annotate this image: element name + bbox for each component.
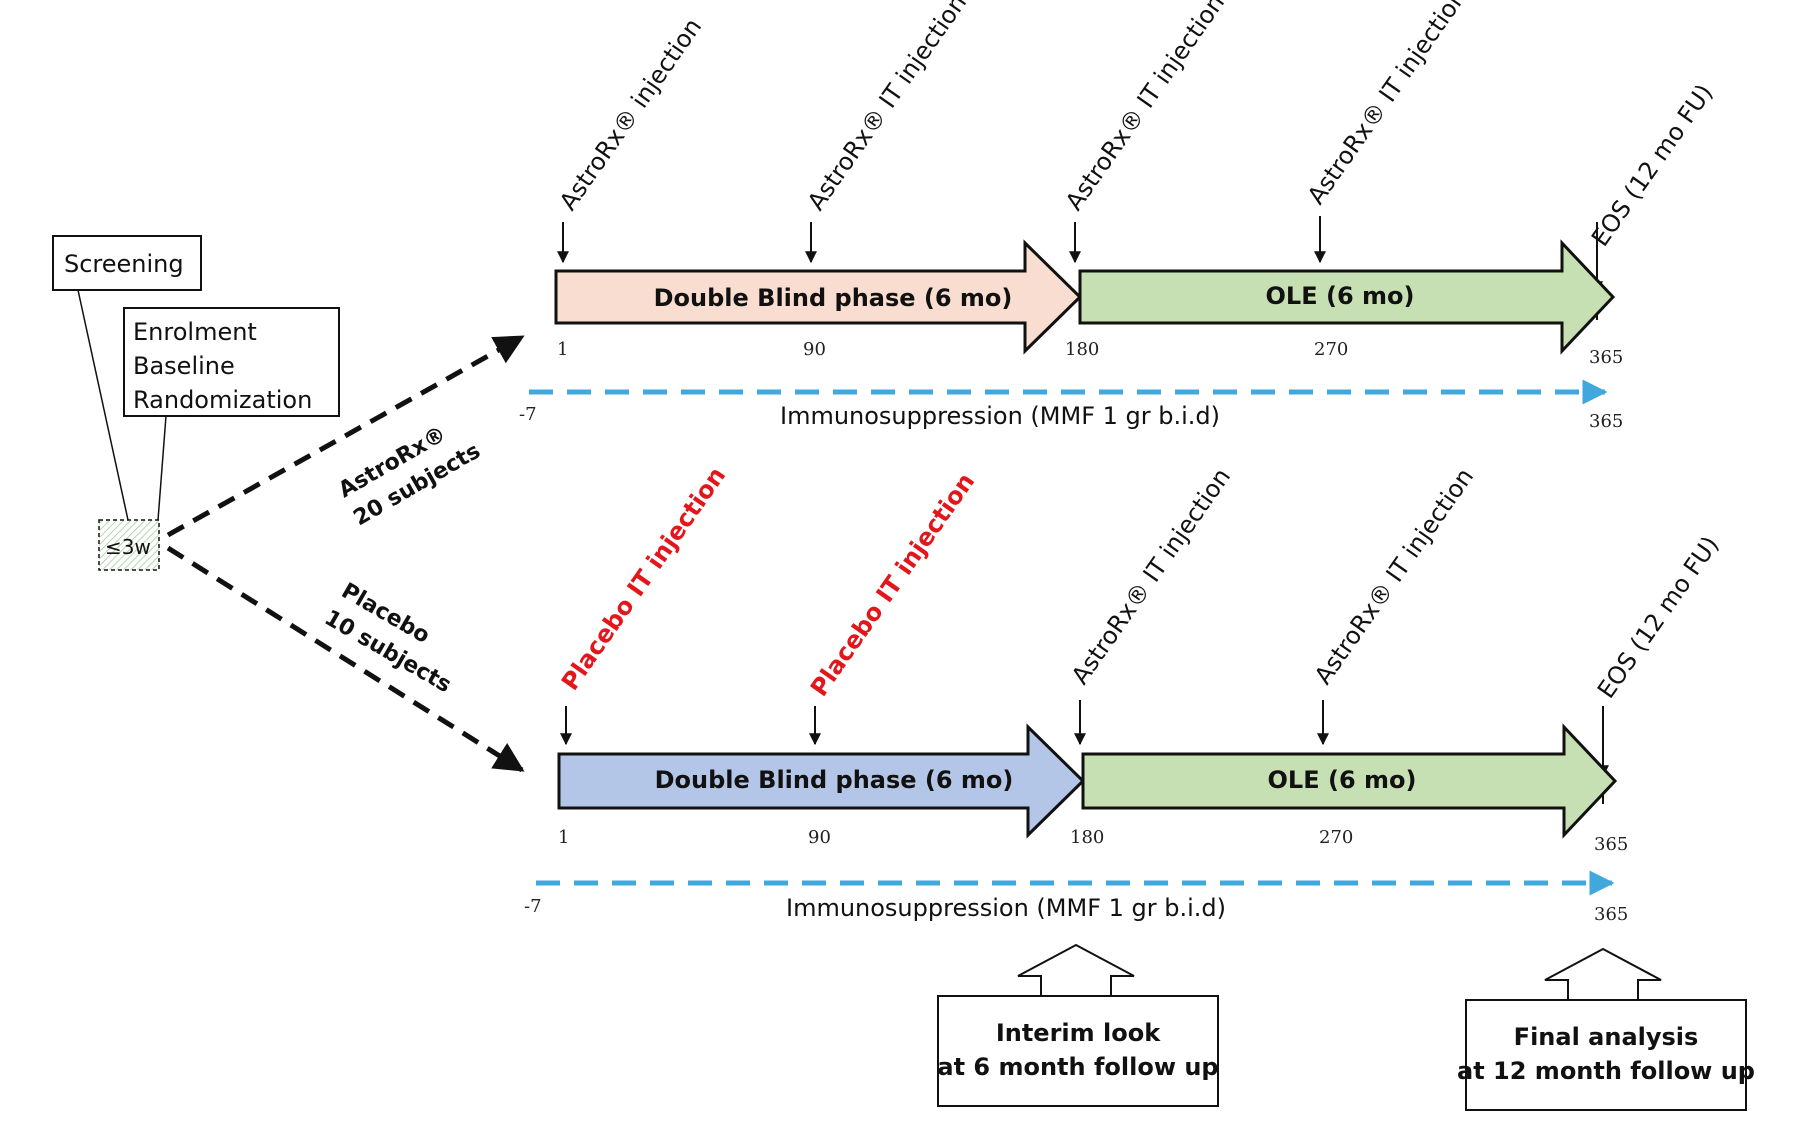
top-immuno-end: 365 [1589,411,1623,432]
enrolment-connector [157,415,167,521]
top-ole-arrow [1078,239,1616,355]
screening-box: Screening [52,235,202,291]
randomization-line: Randomization [133,386,312,414]
interim-line1: Interim look [996,1019,1161,1047]
bottom-immuno-label: Immunosuppression (MMF 1 gr b.i.d) [786,894,1226,922]
top-injection-1: AstroRx® injection [554,13,707,215]
bottom-immuno-end: 365 [1594,904,1628,925]
bottom-injection-4: AstroRx® IT injection [1309,463,1479,689]
enrolment-line: Enrolment [133,318,257,346]
top-timeline: AstroRx® injection AstroRx® IT injection… [519,0,1718,432]
screening-label: Screening [64,250,184,278]
top-immuno-start: -7 [519,404,537,425]
bottom-injection-3: AstroRx® IT injection [1066,463,1236,689]
top-injection-3: AstroRx® IT injection [1060,0,1230,215]
baseline-line: Baseline [133,352,235,380]
top-phase2-label: OLE (6 mo) [1266,282,1415,310]
top-tick-90: 90 [803,339,826,360]
final-up-arrow [1544,947,1662,1000]
bottom-timeline: Placebo IT injection Placebo IT injectio… [524,462,1724,925]
bottom-eos-label: EOS (12 mo FU) [1592,531,1724,703]
top-immuno-label: Immunosuppression (MMF 1 gr b.i.d) [780,402,1220,430]
bottom-tick-1: 1 [558,827,569,848]
bottom-phase2-label: OLE (6 mo) [1268,766,1417,794]
placebo-arm-arrow [166,545,525,773]
bottom-immuno-start: -7 [524,896,542,917]
bottom-injection-1: Placebo IT injection [556,462,731,696]
top-tick-180: 180 [1065,339,1099,360]
bottom-tick-270: 270 [1319,827,1353,848]
enrolment-box: Enrolment Baseline Randomization [123,307,340,417]
top-eos-label: EOS (12 mo FU) [1586,79,1718,251]
bottom-injection-2: Placebo IT injection [805,468,980,702]
bottom-tick-180: 180 [1070,827,1104,848]
bottom-ole-arrow [1081,723,1618,839]
interim-line2: at 6 month follow up [937,1053,1218,1081]
top-phase1-label: Double Blind phase (6 mo) [654,284,1013,312]
bottom-phase1-label: Double Blind phase (6 mo) [655,766,1014,794]
top-injection-4: AstroRx® IT injection [1302,0,1472,209]
window-label: ≤3w [105,535,151,559]
interim-callout: Interim look at 6 month follow up [937,943,1219,1107]
active-arm-arrow [166,334,525,538]
final-callout: Final analysis at 12 month follow up [1457,947,1755,1111]
bottom-tick-365: 365 [1594,834,1628,855]
top-double-blind-arrow [554,239,1083,355]
bottom-tick-90: 90 [808,827,831,848]
top-tick-365: 365 [1589,347,1623,368]
top-tick-270: 270 [1314,339,1348,360]
top-injection-2: AstroRx® IT injection [802,0,972,215]
final-line1: Final analysis [1514,1023,1699,1051]
screening-connector [77,289,129,521]
top-tick-1: 1 [557,339,568,360]
final-line2: at 12 month follow up [1457,1057,1755,1085]
window-box: ≤3w [98,519,160,571]
bottom-double-blind-arrow [557,723,1086,839]
interim-up-arrow [1017,943,1135,996]
